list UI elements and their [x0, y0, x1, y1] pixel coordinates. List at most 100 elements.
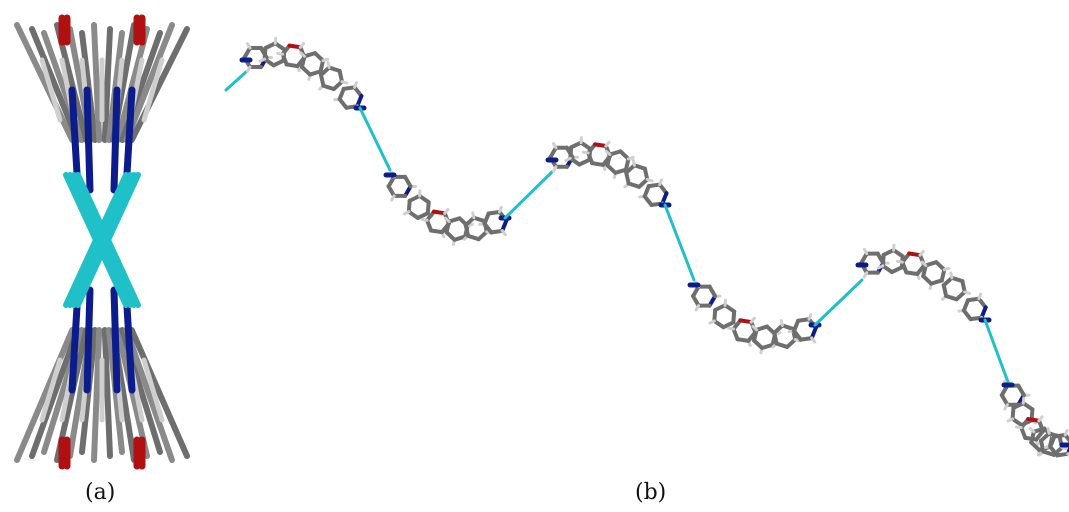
hydrogen-bond [258, 57, 267, 63]
ring-bond [774, 341, 790, 349]
hydrogen-bond [658, 178, 664, 187]
ring-bond [915, 263, 927, 277]
hydrogen-bond [1066, 452, 1069, 458]
hydrogen-bond [298, 41, 305, 49]
metal-link [503, 170, 554, 220]
hydrogen-bond [942, 266, 951, 272]
hydrogen-bond [895, 259, 904, 264]
nitrogen-rod [83, 286, 94, 394]
ring-bond [792, 328, 803, 342]
ring-bond [337, 97, 349, 110]
hydrogen-bond [353, 81, 358, 89]
metal-link [67, 172, 133, 308]
hydrogen-rod [39, 357, 63, 423]
carbon-rod [101, 26, 113, 143]
hydrogen-rod [39, 57, 63, 123]
hydrogen-bond [1028, 426, 1036, 434]
hydrogen-bond [694, 304, 701, 312]
ring-bond [308, 69, 323, 77]
ring-bond [1034, 428, 1046, 442]
hydrogen-bond [1063, 428, 1069, 437]
hydrogen-bond [402, 210, 411, 216]
hydrogen-bond [810, 336, 817, 344]
hydrogen-bond [604, 140, 611, 148]
hydrogen-bond [276, 51, 285, 56]
carbon-rod [128, 26, 190, 143]
hydrogen-bond [645, 177, 654, 183]
carbon-rod [29, 26, 81, 143]
metal-link [71, 172, 137, 308]
metal-link [224, 70, 248, 92]
hydrogen-bond [1060, 445, 1069, 451]
carbon-rod [123, 22, 175, 143]
hydrogen-bond [751, 324, 759, 332]
hydrogen-rod [141, 57, 165, 123]
ring-bond [482, 221, 494, 235]
hydrogen-bond [551, 141, 558, 150]
hydrogen-bond [321, 57, 330, 63]
panel-a-label: (a) [85, 480, 116, 505]
carbon-rod [91, 22, 103, 143]
ring-bond [961, 308, 973, 322]
metal-link [983, 318, 1010, 384]
hydrogen-bond [564, 156, 572, 162]
metal-link [813, 278, 864, 327]
carbon-rod [91, 327, 103, 463]
hydrogen-bond [551, 165, 558, 173]
hydrogen-bond [604, 149, 612, 157]
hydrogen-bond [862, 271, 869, 279]
panel-b-chain-view [224, 36, 1069, 458]
ring-bond [1016, 383, 1026, 398]
ring-bond [1041, 449, 1056, 457]
ring-bond [321, 83, 336, 92]
ring-bond [944, 294, 959, 302]
hydrogen-bond [807, 313, 813, 321]
ring-bond [452, 234, 468, 242]
hydrogen-bond [920, 260, 928, 267]
hydrogen-bond [977, 292, 983, 301]
hydrogen-bond [498, 205, 503, 214]
carbon-rod [128, 327, 190, 459]
hydrogen-bond [246, 42, 252, 50]
carbon-rod [14, 22, 76, 143]
hydrogen-bond [420, 217, 429, 222]
nitrogen-rod [83, 86, 94, 194]
panel-a-end-view [14, 14, 190, 470]
hydrogen-bond [246, 65, 252, 73]
hydrogen-bond [862, 247, 869, 256]
hydrogen-bond [949, 271, 954, 280]
hydrogen-bond [1003, 403, 1009, 411]
carbon-rod [106, 30, 125, 143]
hydrogen-bond [779, 319, 784, 327]
ring-bond [425, 200, 431, 216]
hydrogen-bond [299, 51, 306, 58]
metal-link [663, 203, 696, 282]
hydrogen-bond [1006, 417, 1015, 423]
hydrogen-rod [141, 357, 165, 423]
hydrogen-bond [631, 158, 636, 167]
hydrogen-bond [1014, 425, 1023, 430]
ring-bond [1048, 444, 1060, 458]
carbon-rod [29, 327, 81, 459]
hydrogen-bond [708, 319, 716, 325]
ring-bond [760, 342, 775, 351]
nitrogen-rod [110, 286, 121, 394]
hydrogen-bond [727, 326, 736, 331]
ring-bond [707, 284, 718, 299]
nitrogen-rod [110, 86, 121, 194]
carbon-rod [14, 327, 76, 463]
hydrogen-bond [443, 207, 450, 215]
hydrogen-bond [1037, 415, 1044, 423]
hydrogen-bond [963, 290, 971, 295]
hydrogen-bond [500, 229, 507, 237]
metal-link [75, 172, 141, 308]
hydrogen-bond [443, 216, 451, 224]
panel-b-label: (b) [635, 480, 667, 505]
hydrogen-bond [466, 222, 474, 228]
ring-bond [613, 167, 628, 175]
ring-bond [929, 278, 944, 286]
ring-bond [403, 174, 413, 189]
carbon-rod [114, 26, 150, 143]
carbon-rod [101, 327, 113, 459]
